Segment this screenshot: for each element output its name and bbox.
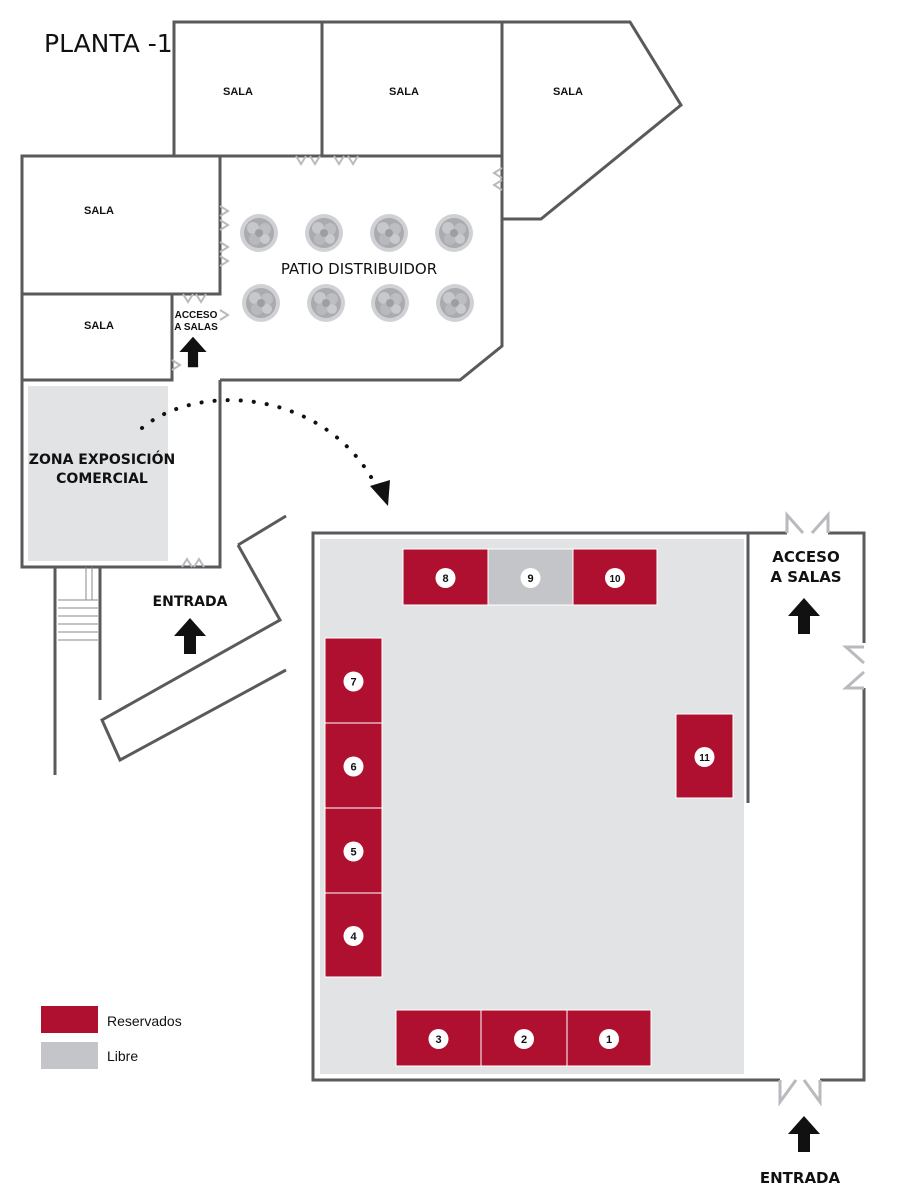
plan-title: PLANTA -1 [44, 29, 173, 58]
overview-acceso-line1: ACCESO [175, 310, 218, 321]
stand-number-badge [343, 756, 364, 777]
tree-icon [242, 284, 280, 322]
expo-label-line1: ZONA EXPOSICIÓN [29, 450, 175, 468]
expo-zone [28, 386, 168, 561]
tree-icon [370, 214, 408, 252]
tree-icon [307, 284, 345, 322]
stand-number-badge [343, 841, 364, 862]
tree-icon [305, 214, 343, 252]
overview-acceso-line2: A SALAS [174, 322, 218, 333]
stand-number: 10 [609, 574, 621, 585]
zoom-dotted-path [140, 398, 380, 492]
stand-number-badge [343, 926, 364, 946]
stand-number: 5 [350, 847, 356, 859]
tree-icon [436, 284, 474, 322]
stand-number: 1 [606, 1034, 612, 1046]
room-label: SALA [223, 86, 253, 98]
stand-number: 3 [435, 1034, 441, 1046]
arrow-up-icon [788, 598, 820, 634]
stand-number: 2 [521, 1034, 527, 1046]
stand-number-badge [428, 1029, 449, 1049]
stand-number-badge [514, 1029, 534, 1049]
stand-box[interactable] [395, 1009, 482, 1067]
tree-icon [435, 214, 473, 252]
overview-plan [20, 20, 683, 775]
tree-icon [240, 214, 278, 252]
stand-number: 4 [350, 931, 357, 943]
legend-swatch-reservado [41, 1006, 98, 1033]
stand-number: 9 [527, 573, 533, 585]
door-icon [778, 511, 865, 1107]
stand-10[interactable]: 10 [572, 548, 658, 606]
door-icon [171, 155, 503, 568]
stand-number-badge [694, 747, 715, 767]
stand-9[interactable]: 9 [487, 548, 574, 606]
stand-3[interactable]: 3 [395, 1009, 482, 1067]
detail-acceso-line1: ACCESO [772, 548, 839, 566]
detail-acceso-line2: A SALAS [770, 568, 841, 586]
arrow-up-icon [179, 336, 207, 368]
stand-number-badge [605, 568, 625, 588]
room-label: SALA [389, 86, 419, 98]
tree-icon [371, 284, 409, 322]
arrow-head-icon [370, 480, 390, 506]
stand-8[interactable]: 8 [402, 548, 489, 606]
stand-number: 11 [699, 753, 710, 764]
stand-11[interactable]: 11 [675, 713, 734, 799]
stand-number: 7 [350, 677, 356, 689]
stands-layer: 1 2 3 4 5 6 7 8 9 10 11 [324, 548, 734, 1067]
overview-entrada-label: ENTRADA [153, 594, 228, 610]
legend-label-libre: Libre [107, 1048, 138, 1064]
room-label: SALA [553, 86, 583, 98]
detail-plan [311, 511, 866, 1107]
stand-7[interactable]: 7 [324, 637, 383, 724]
arrow-up-icon [174, 618, 206, 654]
room-label: SALA [84, 320, 114, 332]
legend-swatch-libre [41, 1042, 98, 1069]
detail-entrada-label: ENTRADA [760, 1169, 841, 1187]
stand-number-badge [599, 1029, 619, 1049]
legend: Reservados Libre [41, 1006, 182, 1069]
stand-number-badge [343, 671, 364, 692]
stand-6[interactable]: 6 [324, 722, 383, 809]
expo-label-line2: COMERCIAL [56, 471, 148, 487]
stand-number-badge [435, 568, 456, 588]
arrow-up-icon [788, 1116, 820, 1152]
stand-4[interactable]: 4 [324, 892, 383, 978]
legend-label-reservados: Reservados [107, 1013, 182, 1029]
stairs [58, 567, 98, 641]
stand-number-badge [520, 568, 541, 588]
stand-1[interactable]: 1 [566, 1009, 652, 1067]
stand-number: 8 [442, 573, 448, 585]
stand-5[interactable]: 5 [324, 807, 383, 894]
room-label: SALA [84, 205, 114, 217]
patio-label: PATIO DISTRIBUIDOR [281, 260, 437, 278]
stand-2[interactable]: 2 [480, 1009, 568, 1067]
stand-number: 6 [350, 762, 356, 774]
